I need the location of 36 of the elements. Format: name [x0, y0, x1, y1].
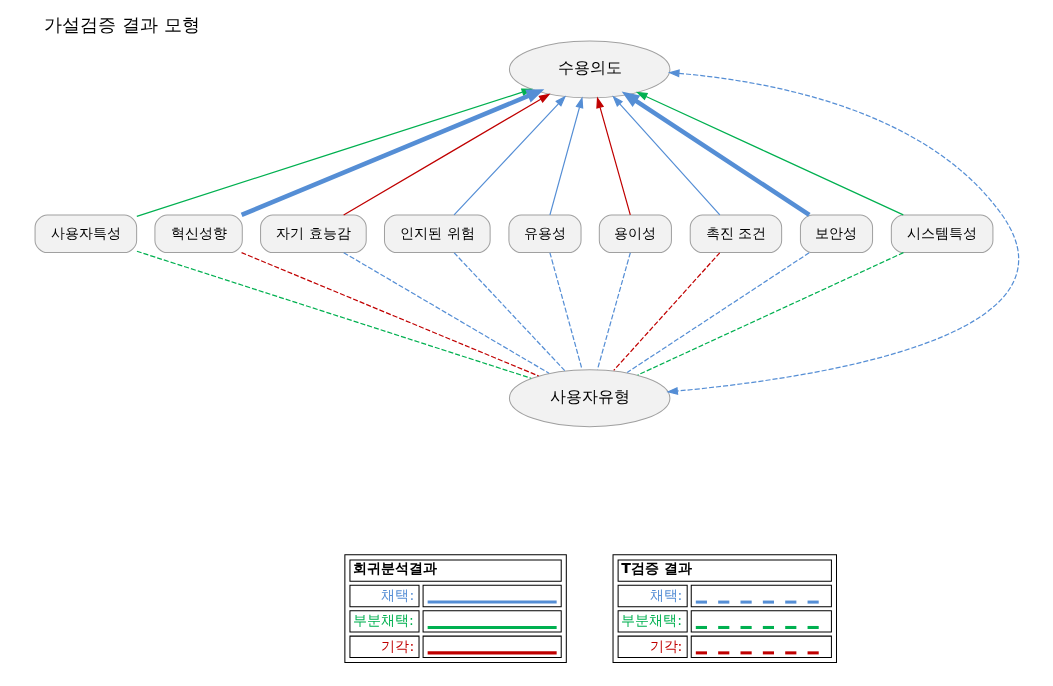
node-box: 유용성: [507, 214, 582, 254]
arrow: [548, 96, 583, 216]
diagram-title: 가설검증 결과 모형: [43, 13, 200, 35]
label: T검증 결과: [620, 560, 692, 577]
node-box: 인지된 위험: [383, 214, 491, 254]
arrow: [342, 93, 550, 216]
node-box: 혁신성향: [153, 214, 243, 254]
arrow: [595, 96, 631, 216]
legend-label: 기각:: [649, 637, 682, 654]
legend-label: 채택:: [380, 586, 414, 603]
legend-label: 기각:: [380, 637, 414, 654]
arrow: [621, 91, 811, 217]
connector: [135, 250, 532, 379]
node-box: 자기 효능감: [259, 214, 367, 254]
arrow: [635, 91, 904, 216]
arrow: [452, 95, 566, 216]
connector: [636, 252, 904, 376]
arrow: [665, 69, 1018, 395]
label: 회귀분석결과: [352, 560, 437, 577]
connector: [626, 252, 810, 374]
node-box: 촉진 조건: [689, 214, 782, 254]
node-box: 용이성: [598, 214, 672, 254]
connector: [596, 252, 631, 370]
legend-label: 부분채택:: [352, 612, 414, 629]
node-box: 사용자특성: [34, 214, 137, 254]
connector: [612, 252, 720, 372]
connector: [240, 252, 539, 377]
connector: [548, 252, 583, 370]
connector: [453, 252, 565, 372]
node-ellipse: 사용자유형: [508, 369, 670, 428]
legend-label: 부분채택:: [620, 612, 682, 629]
connector: [342, 252, 550, 374]
arrow: [611, 95, 720, 216]
legend-label: 채택:: [649, 586, 682, 603]
node-box: 보안성: [799, 214, 873, 254]
node-box: 시스템특성: [890, 214, 993, 254]
